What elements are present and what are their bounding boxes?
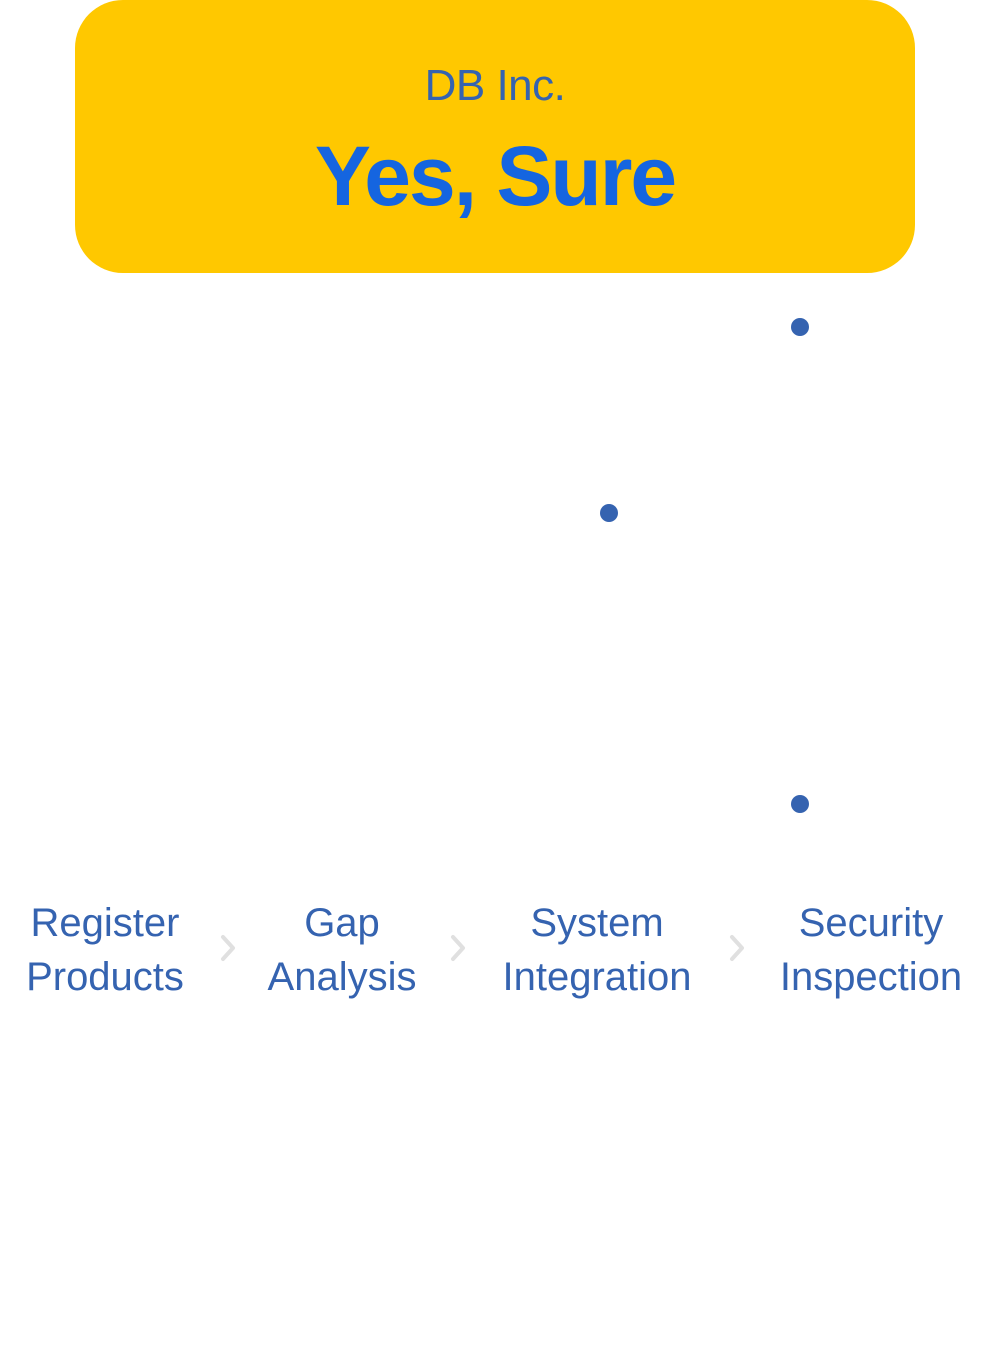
chevron-right-icon [218,934,238,962]
header-banner: DB Inc. Yes, Sure [75,0,915,273]
step-label-line2: Products [26,955,184,999]
step-label-line1: Register [30,901,180,945]
slogan: Yes, Sure [314,129,677,223]
decorative-dot [791,795,809,813]
step-system-integration: System Integration [482,896,712,1004]
step-register-products: Register Products [10,896,200,1004]
step-gap-analysis: Gap Analysis [252,896,432,1004]
step-label-line2: Inspection [779,955,963,999]
step-security-inspection: Security Inspection [762,896,980,1004]
step-label-line1: Security [798,901,944,945]
step-label-line1: System [530,901,664,945]
step-label-line1: Gap [304,901,380,945]
process-steps: Register Products Gap Analysis System In… [0,896,990,1006]
company-name: DB Inc. [424,61,566,110]
step-label-line2: Analysis [267,955,417,999]
decorative-dot [791,318,809,336]
step-label-line2: Integration [502,955,692,999]
decorative-dot [600,504,618,522]
chevron-right-icon [448,934,468,962]
chevron-right-icon [727,934,747,962]
